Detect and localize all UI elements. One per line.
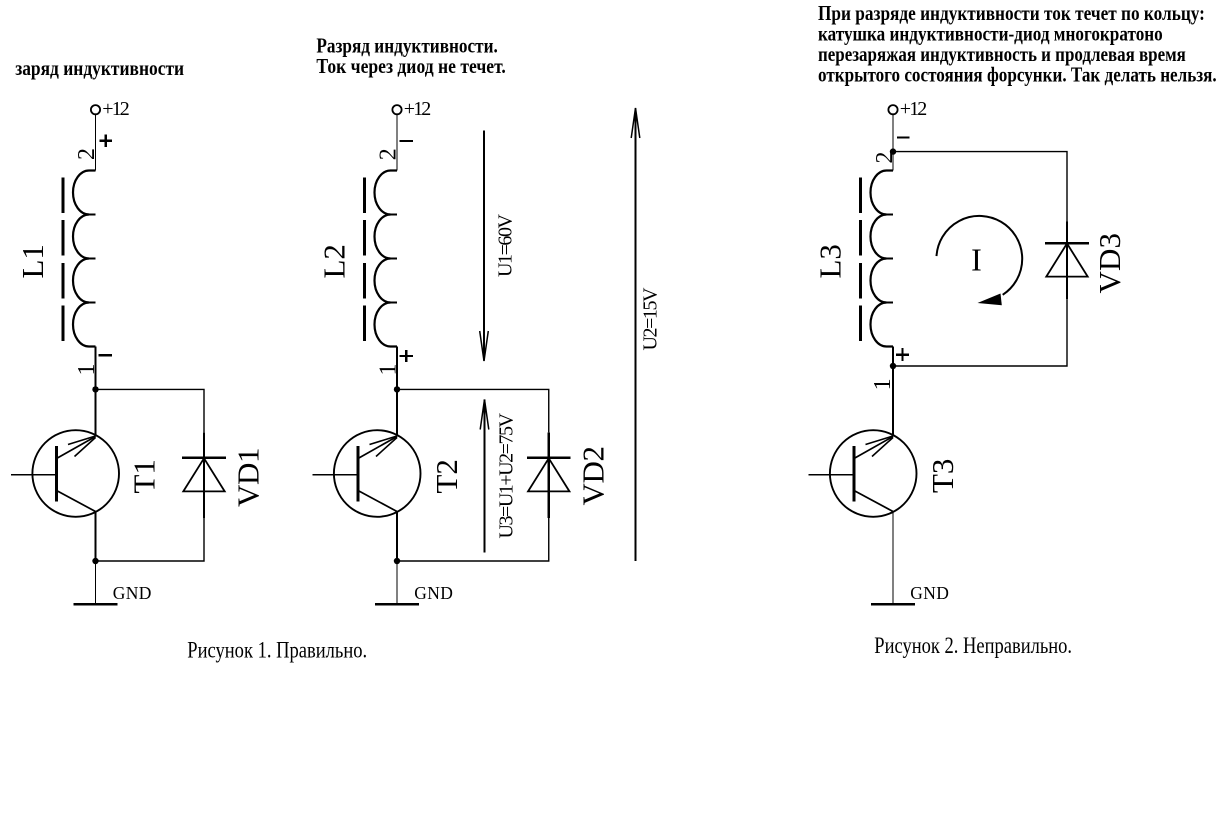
svg-text:+12: +12 — [102, 98, 130, 120]
svg-text:VD3: VD3 — [1092, 233, 1127, 294]
svg-text:Разряд индуктивности.: Разряд индуктивности. — [316, 35, 497, 58]
svg-text:L2: L2 — [316, 244, 351, 278]
svg-text:T1: T1 — [127, 459, 162, 493]
svg-text:открытого состояния форсунки.: открытого состояния форсунки. Так делать… — [818, 64, 1217, 87]
svg-text:перезаряжая индуктивность и пр: перезаряжая индуктивность и продлевая вр… — [818, 43, 1186, 66]
svg-text:Рисунок 1. Правильно.: Рисунок 1. Правильно. — [187, 637, 367, 664]
svg-text:T2: T2 — [429, 459, 464, 493]
svg-text:U2=15V: U2=15V — [639, 287, 661, 351]
svg-text:заряд индуктивности: заряд индуктивности — [15, 58, 184, 81]
svg-text:2: 2 — [872, 152, 898, 164]
svg-text:U1=60V: U1=60V — [495, 213, 517, 277]
svg-text:1: 1 — [74, 364, 100, 376]
svg-text:катушка индуктивности-диод мно: катушка индуктивности-диод многократоно — [818, 23, 1163, 46]
svg-text:Ток через диод не течет.: Ток через диод не течет. — [316, 56, 505, 79]
svg-text:U3=U1+U2=75V: U3=U1+U2=75V — [496, 412, 518, 538]
svg-text:1: 1 — [375, 364, 401, 376]
svg-text:T3: T3 — [925, 459, 960, 493]
svg-text:GND: GND — [414, 583, 453, 603]
svg-text:I: I — [971, 242, 982, 278]
svg-text:L3: L3 — [812, 244, 847, 278]
svg-text:2: 2 — [376, 148, 402, 160]
svg-text:2: 2 — [74, 148, 100, 160]
svg-text:GND: GND — [910, 583, 949, 603]
svg-text:GND: GND — [113, 583, 152, 603]
svg-text:+12: +12 — [404, 98, 432, 120]
svg-text:Рисунок 2. Неправильно.: Рисунок 2. Неправильно. — [874, 632, 1072, 659]
svg-text:1: 1 — [870, 378, 896, 390]
svg-text:+12: +12 — [900, 98, 928, 120]
svg-text:VD1: VD1 — [231, 448, 266, 508]
svg-text:L1: L1 — [15, 244, 50, 278]
svg-text:VD2: VD2 — [576, 446, 611, 506]
svg-text:При разряде индуктивности ток: При разряде индуктивности ток течет по к… — [818, 3, 1205, 26]
